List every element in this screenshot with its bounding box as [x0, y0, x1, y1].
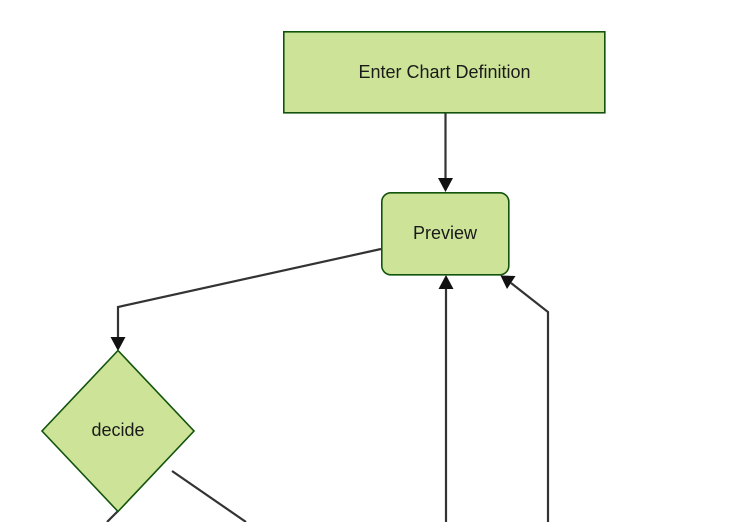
node-preview[interactable]: Preview	[380, 192, 510, 276]
arrowhead-icon	[438, 178, 453, 192]
edge-preview-to-decide[interactable]	[110, 247, 382, 351]
edge-line	[106, 510, 119, 522]
arrowhead-icon	[110, 337, 126, 351]
edge-decide-bottom-out[interactable]	[106, 510, 119, 522]
arrowhead-icon	[500, 275, 516, 289]
node-label-enter-chart-definition: Enter Chart Definition	[358, 62, 530, 82]
node-enter-chart-definition[interactable]: Enter Chart Definition	[282, 30, 606, 114]
edge-line	[116, 247, 382, 339]
node-decide[interactable]: decide	[40, 349, 196, 513]
edge-line	[510, 282, 550, 522]
edge-bottom-right-to-preview[interactable]	[500, 275, 550, 522]
edge-line	[171, 470, 247, 522]
edge-bottom-center-to-preview[interactable]	[438, 275, 454, 522]
node-label-preview: Preview	[413, 223, 478, 243]
edge-enter-to-preview[interactable]	[438, 113, 453, 192]
arrowhead-icon	[438, 275, 454, 289]
node-rounded-rectangle	[380, 192, 510, 276]
node-label-decide: decide	[91, 420, 144, 440]
node-rectangle	[282, 30, 606, 114]
edge-decide-right-out[interactable]	[171, 470, 247, 522]
node-diamond	[40, 349, 196, 513]
